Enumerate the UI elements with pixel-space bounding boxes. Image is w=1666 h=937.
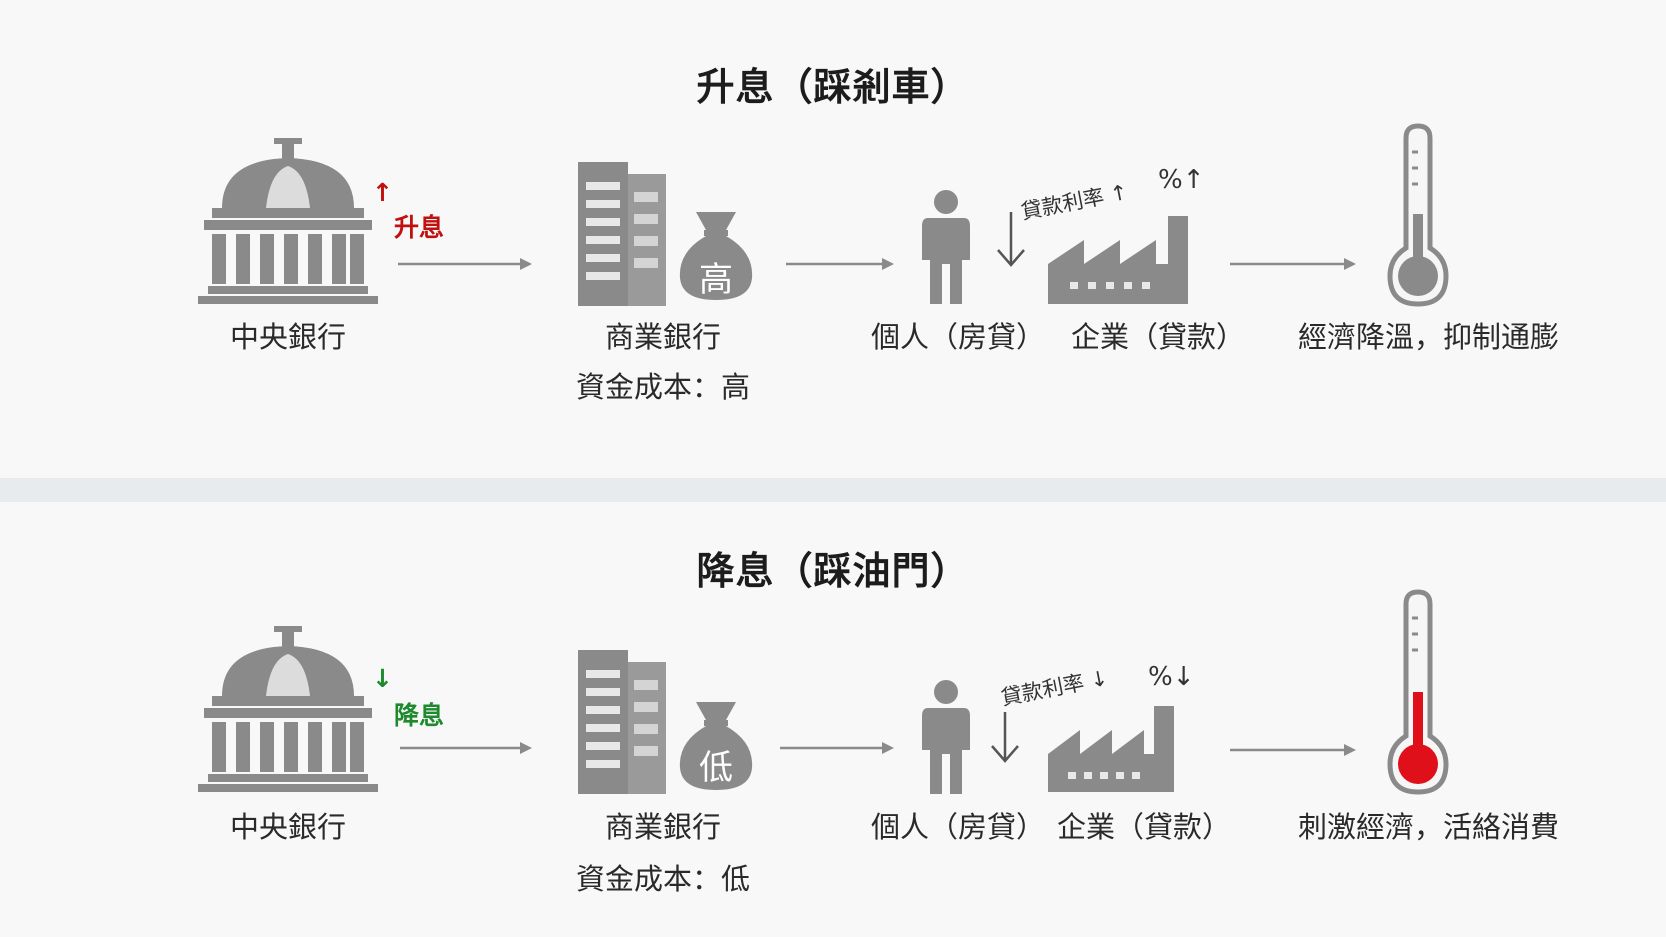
section-divider [0, 478, 1666, 502]
company-loan-label: 企業（貸款） [1070, 320, 1245, 354]
up-arrow-icon: ↑ [372, 178, 393, 207]
rate-change-label: 升息 [394, 213, 445, 242]
commercial-bank-label: 商業銀行 [604, 320, 721, 354]
down-arrow-icon [991, 712, 1019, 763]
money-bag-icon [679, 702, 753, 790]
central-bank-label: 中央銀行 [229, 320, 346, 354]
rate-cut-panel [0, 502, 1666, 937]
commercial-bank-label: 商業銀行 [604, 810, 721, 844]
central-bank-label: 中央銀行 [229, 810, 346, 844]
central-bank-icon [198, 138, 378, 304]
person-icon [922, 190, 970, 304]
thermometer-icon [1387, 589, 1449, 795]
arrow-right-icon [780, 742, 894, 754]
rate-hike-title: 升息（踩剎車） [696, 65, 970, 109]
thermometer-icon [1387, 123, 1449, 307]
office-building-icon [578, 650, 666, 794]
factory-icon [1048, 216, 1188, 304]
down-arrow-icon: ↓ [372, 664, 393, 693]
arrow-right-icon [400, 742, 532, 754]
rate-hike-panel [0, 0, 1666, 478]
money-bag-label: 低 [699, 748, 733, 788]
central-bank-icon [198, 626, 378, 792]
arrow-right-icon [398, 258, 532, 270]
down-arrow-icon [997, 212, 1025, 267]
company-loan-label: 企業（貸款） [1056, 810, 1231, 844]
percent-label: %↑ [1158, 165, 1205, 195]
factory-icon [1048, 706, 1174, 792]
funding-cost-label: 資金成本：低 [575, 862, 750, 896]
person-icon [922, 680, 970, 794]
person-mortgage-label: 個人（房貸） [870, 810, 1045, 844]
money-bag-icon [679, 212, 753, 300]
person-mortgage-label: 個人（房貸） [870, 320, 1045, 354]
arrow-right-icon [1230, 744, 1356, 756]
rate-cut-title: 降息（踩油門） [696, 549, 970, 593]
money-bag-label: 高 [699, 260, 733, 300]
arrow-right-icon [1230, 258, 1356, 270]
arrow-right-icon [786, 258, 894, 270]
office-building-icon [578, 162, 666, 306]
rate-change-label: 降息 [394, 701, 445, 730]
percent-label: %↓ [1148, 662, 1195, 692]
funding-cost-label: 資金成本：高 [575, 370, 750, 404]
outcome-label: 刺激經濟，活絡消費 [1298, 810, 1560, 844]
outcome-label: 經濟降溫，抑制通膨 [1298, 320, 1560, 354]
